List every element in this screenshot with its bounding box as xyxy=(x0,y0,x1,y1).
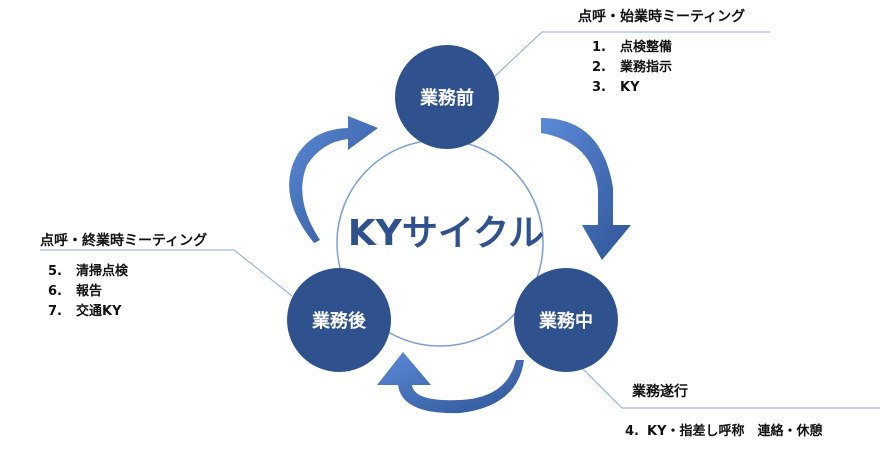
phase-label-post: 業務後 xyxy=(311,310,367,332)
center-title: KYサイクル xyxy=(348,213,544,254)
phase-label-mid: 業務中 xyxy=(538,310,593,332)
post-work-meeting: 点呼・終業時ミーティング 5.清掃点検 6.報告 7.交通KY xyxy=(40,230,207,322)
step-item: 6.報告 xyxy=(48,284,103,299)
phase-circle-mid xyxy=(514,268,618,372)
leader-line-post xyxy=(40,249,293,297)
step-item: 4.KY・指差し呼称 連絡・休憩 xyxy=(625,424,823,439)
step-item: 1.点検整備 xyxy=(592,40,673,55)
step-item: 2.業務指示 xyxy=(592,60,673,75)
step-item: 5.清掃点検 xyxy=(48,264,129,279)
arrow-pre-to-mid xyxy=(541,118,631,260)
phase-label-pre: 業務前 xyxy=(419,87,474,109)
arrow-mid-to-post xyxy=(377,352,524,414)
step-item: 7.交通KY xyxy=(48,304,122,319)
mid-work-steps: 4.KY・指差し呼称 連絡・休憩 xyxy=(625,422,823,442)
mid-work-items: 4.KY・指差し呼称 連絡・休憩 xyxy=(625,422,823,442)
post-work-steps: 5.清掃点検 6.報告 7.交通KY xyxy=(48,262,207,322)
arrow-post-to-pre xyxy=(289,116,378,243)
phase-circle-pre xyxy=(395,45,499,149)
mid-work-title-block: 業務遂行 xyxy=(632,381,688,401)
step-item: 3.KY xyxy=(592,80,640,95)
phase-circle-post xyxy=(287,268,391,372)
pre-work-meeting-title: 点呼・始業時ミーティング xyxy=(578,9,746,25)
mid-work-title: 業務遂行 xyxy=(632,384,688,400)
leader-line-pre xyxy=(493,31,770,78)
pre-work-meeting: 点呼・始業時ミーティング 1.点検整備 2.業務指示 3.KY xyxy=(578,6,745,98)
post-work-meeting-title: 点呼・終業時ミーティング xyxy=(40,233,208,249)
pre-work-steps: 1.点検整備 2.業務指示 3.KY xyxy=(592,38,745,98)
leader-line-mid xyxy=(579,365,880,409)
